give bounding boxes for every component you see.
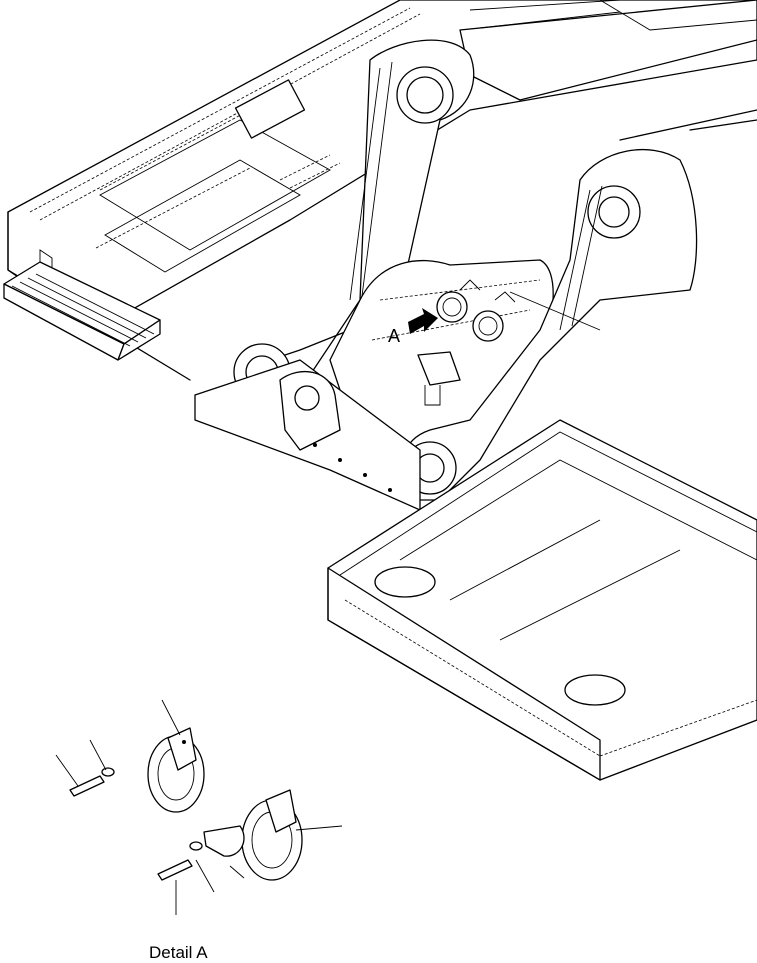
leader-line [509,291,601,331]
right-lower-deck [327,419,757,781]
view-a-arrow [408,308,438,334]
detail-a-label: Detail A [149,943,208,962]
upper-right-beam [459,0,757,141]
horns-installed [417,279,516,406]
view-a-callout: A [388,326,401,346]
step-plate [3,249,161,361]
lower-bracket-base [194,359,421,511]
detail-horn-lower [157,789,343,915]
detail-horn-upper [55,699,205,813]
